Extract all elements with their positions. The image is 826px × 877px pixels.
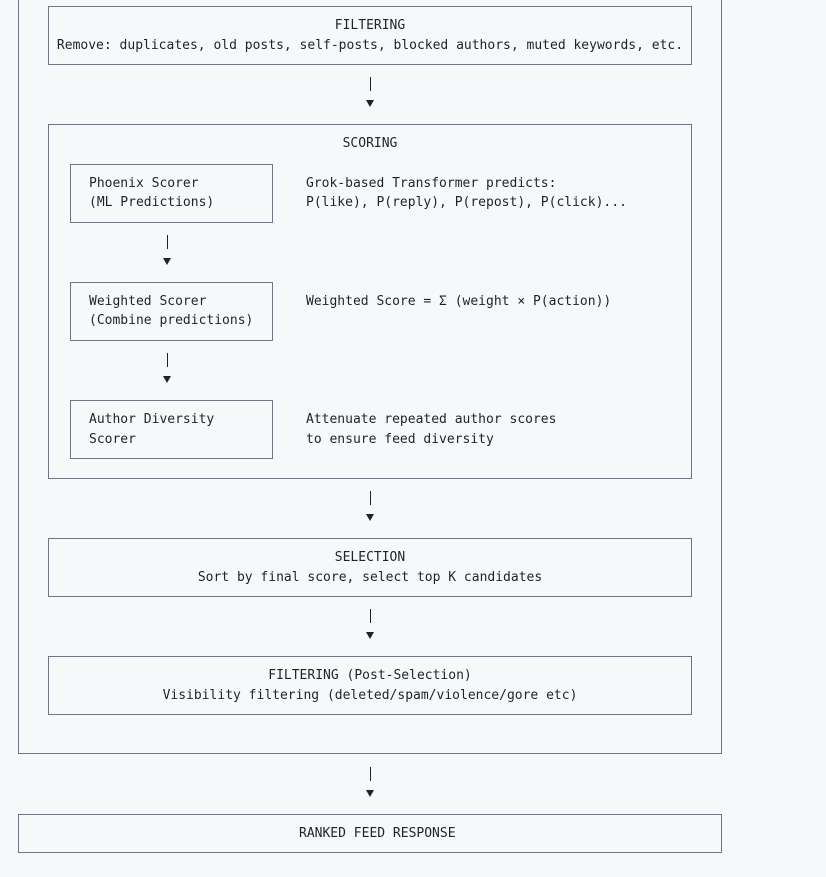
arrow-stem — [370, 609, 371, 623]
post-selection-filtering-box — [48, 656, 692, 715]
phoenix-scorer-description-line2: P(like), P(reply), P(repost), P(click)..… — [306, 195, 627, 210]
filtering-box — [48, 6, 692, 65]
scoring-title: SCORING — [342, 136, 398, 151]
author-diversity-description-line1: Attenuate repeated author scores — [306, 412, 557, 427]
phoenix-scorer-box — [70, 164, 273, 223]
arrow-down-icon — [366, 790, 374, 797]
arrow-down-icon — [366, 100, 374, 107]
arrow-down-icon — [366, 632, 374, 639]
filtering-description: Remove: duplicates, old posts, self-post… — [56, 38, 684, 53]
author-diversity-scorer-label: Author Diversity — [89, 412, 215, 427]
post-selection-filtering-title: FILTERING (Post-Selection) — [268, 668, 472, 683]
ranked-feed-response-box — [18, 814, 722, 853]
outer-container-right-corner — [721, 746, 722, 754]
arrow-stem — [370, 77, 371, 91]
selection-box — [48, 538, 692, 597]
arrow-down-icon — [163, 258, 171, 265]
arrow-down-icon — [163, 376, 171, 383]
scoring-box — [48, 124, 692, 479]
weighted-scorer-sublabel: (Combine predictions) — [89, 313, 254, 328]
arrow-stem — [370, 767, 371, 781]
arrow-stem — [370, 491, 371, 505]
weighted-scorer-box — [70, 282, 273, 341]
outer-container-right-edge — [721, 0, 722, 746]
outer-container-left-corner — [18, 746, 19, 754]
selection-description: Sort by final score, select top K candid… — [197, 570, 543, 585]
outer-container-left-edge — [18, 0, 19, 746]
weighted-scorer-description: Weighted Score = Σ (weight × P(action)) — [306, 294, 612, 309]
weighted-scorer-label: Weighted Scorer — [89, 294, 207, 309]
ranked-feed-response-title: RANKED FEED RESPONSE — [299, 826, 456, 841]
phoenix-scorer-sublabel: (ML Predictions) — [89, 195, 215, 210]
arrow-stem — [167, 353, 168, 367]
author-diversity-scorer-box — [70, 400, 273, 459]
selection-title: SELECTION — [334, 550, 406, 565]
filtering-title: FILTERING — [334, 18, 406, 33]
post-selection-filtering-description: Visibility filtering (deleted/spam/viole… — [162, 688, 578, 703]
phoenix-scorer-description-line1: Grok-based Transformer predicts: — [306, 176, 557, 191]
outer-container-bottom-edge — [18, 753, 722, 754]
author-diversity-description-line2: to ensure feed diversity — [306, 432, 494, 447]
author-diversity-scorer-sublabel: Scorer — [89, 432, 136, 447]
arrow-stem — [167, 235, 168, 249]
phoenix-scorer-label: Phoenix Scorer — [89, 176, 199, 191]
arrow-down-icon — [366, 514, 374, 521]
